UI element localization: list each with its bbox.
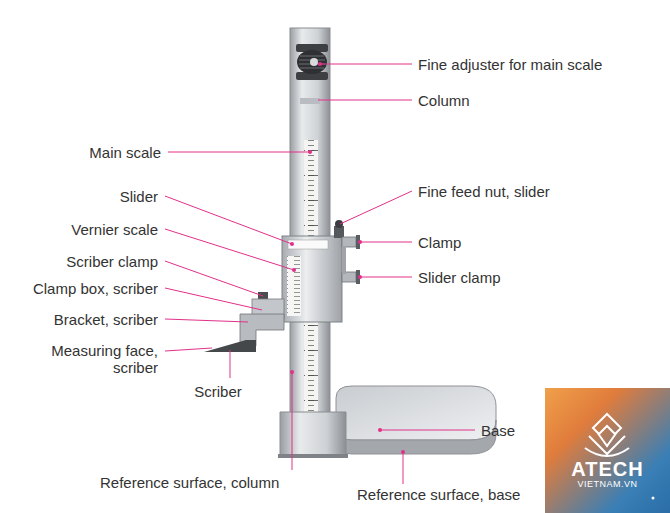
part-label: Main scale [89,144,161,161]
leader-line [165,319,248,322]
part-label: Reference surface, column [100,474,279,491]
leader-line [360,277,412,278]
leader-line [165,288,262,310]
clamp [342,237,356,247]
part-label: Slider [120,188,158,205]
leader-dot [401,450,405,454]
part-label: Clamp [418,234,461,251]
leader-line [320,64,412,65]
base-reference-edge [278,454,348,458]
logo-dot [652,497,655,500]
maker-plate [300,98,320,104]
part-label: Fine feed nut, slider [418,183,550,200]
part-label: Bracket, scriber [54,311,158,328]
leader-line [165,196,292,244]
column [290,28,330,423]
leader-line [230,350,231,378]
leader-line [340,191,412,224]
knob-center [310,58,318,66]
part-label: Clamp box, scriber [33,280,158,297]
fine-feed-nut [335,220,343,228]
fine-adjuster-knob [297,50,327,74]
leader-dot [308,150,312,154]
leader-line [380,430,475,431]
part-label: Vernier scale [71,221,158,238]
leader-dots [290,62,405,454]
part-label: Scriber [194,383,242,400]
part-label: Measuring face, scriber [30,342,158,376]
leader-line [403,452,404,484]
logo-domain: VIETNAM.VN [545,480,670,490]
vernier-scale [287,256,301,316]
leader-dot [290,242,294,246]
slider [282,236,342,322]
leader-line [318,100,412,101]
leader-dot [378,428,382,432]
knob-knurl [299,56,325,68]
leader-dot [290,370,294,374]
part-label: Reference surface, base [357,486,520,503]
leader-line [360,242,412,243]
part-label: Scriber clamp [66,253,158,270]
leader-dot [358,240,362,244]
logo-emblem [545,388,670,513]
base-plate [336,386,496,440]
leader-dot [358,275,362,279]
leader-line [168,152,310,153]
leader-line [292,372,293,470]
clamp-link [342,246,346,274]
leader-line [165,229,294,270]
slider-plate [288,240,328,249]
part-label: Base [481,422,515,439]
vernier-ticks [287,256,301,316]
logo-wordmark: ATECH [545,458,670,480]
base-side [336,420,496,454]
part-label: Slider clamp [418,269,501,286]
logo-badge: ATECHVIETNAM.VN [545,388,670,513]
leader-line [165,348,212,351]
leader-line [165,261,263,296]
leader-dot [318,62,322,66]
part-label: Fine adjuster for main scale [418,56,602,73]
logo-emblem [585,414,629,456]
leader-dot [292,268,296,272]
part-label: Column [418,92,470,109]
column-foot [280,412,346,456]
